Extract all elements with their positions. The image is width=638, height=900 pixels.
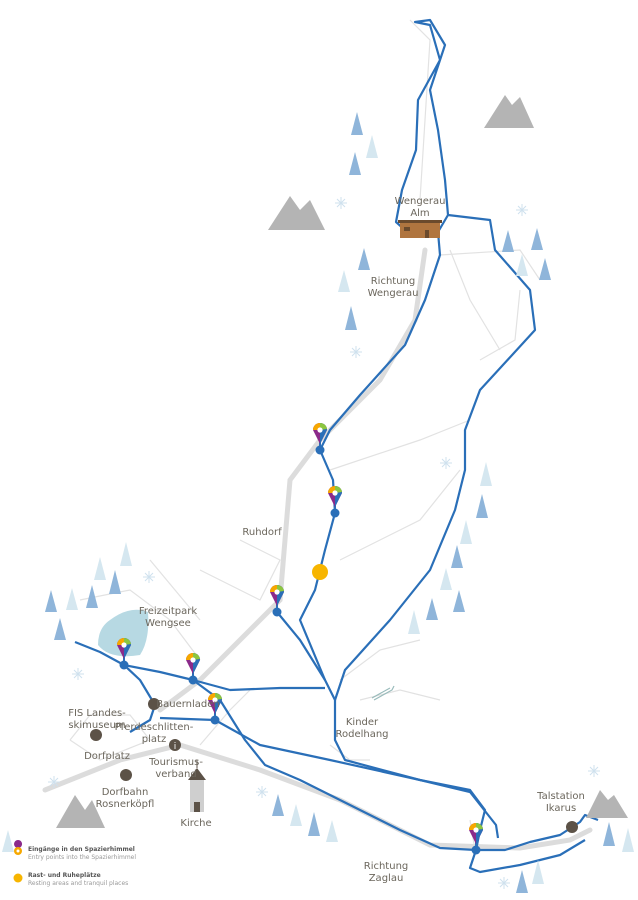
entry-pin-icon[interactable] — [313, 422, 327, 455]
entry-pin-icon[interactable] — [208, 692, 222, 725]
museum-icon — [90, 729, 102, 741]
place-label-dorfbahn[interactable]: Dorfbahn Rosnerköpfl — [95, 787, 155, 810]
place-label-dorfplatz[interactable]: Dorfplatz — [84, 751, 130, 762]
trees — [2, 112, 634, 893]
entry-pin-icon[interactable] — [270, 584, 284, 617]
place-label-wengerau-alm[interactable]: Wengerau Alm — [394, 196, 446, 219]
wengerau-alm-hut-icon — [398, 220, 442, 238]
place-label-richtung-zaglau[interactable]: Richtung Zaglau — [363, 861, 409, 884]
place-label-ruhdorf[interactable]: Ruhdorf — [242, 527, 282, 538]
sled-icon — [371, 685, 395, 701]
place-label-kirche[interactable]: Kirche — [180, 818, 212, 829]
legend-subtitle: Entry points into the Spazierhimmel — [28, 854, 137, 861]
entry-pin-icon[interactable] — [469, 822, 483, 855]
place-label-pferdeschlitten[interactable]: Pferdeschlitten- platz — [114, 722, 194, 745]
gondola-icon — [120, 769, 132, 781]
place-label-talstation[interactable]: Talstation Ikarus — [537, 791, 585, 814]
place-label-kinder-rodelhang[interactable]: Kinder Rodelhang — [335, 717, 389, 740]
legend-title: Rast- und Ruheplätze — [28, 872, 101, 879]
mountains — [56, 95, 628, 828]
place-label-fis-museum[interactable]: FIS Landes- skimuseum — [68, 708, 126, 731]
legend-subtitle: Resting areas and tranquil places — [28, 880, 129, 887]
place-label-freizeitpark[interactable]: Freizeitpark Wengsee — [138, 606, 198, 629]
entry-pin-icon[interactable] — [328, 485, 342, 518]
svg-text:i: i — [174, 742, 177, 752]
lake-wengsee — [98, 609, 149, 657]
legend-title: Eingänge in den Spazierhimmel — [28, 846, 135, 853]
gondola-icon — [566, 821, 578, 833]
entry-pins[interactable] — [117, 422, 483, 855]
snowflakes — [48, 197, 600, 889]
legend-entry-points: Eingänge in den Spazierhimmel Entry poin… — [14, 846, 136, 862]
poi-icons[interactable]: i — [90, 698, 578, 833]
legend-rest-areas: Rast- und Ruheplätze Resting areas and t… — [14, 872, 128, 888]
info-icon — [169, 739, 181, 751]
shop-icon — [148, 698, 160, 710]
legend-icons — [13, 840, 23, 883]
church-icon — [188, 760, 206, 812]
place-label-bauernladen[interactable]: Bauernladen — [156, 699, 220, 710]
place-label-richtung-wengerau[interactable]: Richtung Wengerau — [367, 276, 419, 299]
place-label-tourismusverband[interactable]: Tourismus- verband — [149, 757, 203, 780]
entry-pin-icon[interactable] — [186, 652, 200, 685]
rest-area-icon[interactable] — [312, 564, 328, 580]
hiking-routes[interactable] — [74, 18, 599, 874]
entry-pin-icon[interactable] — [117, 637, 131, 670]
